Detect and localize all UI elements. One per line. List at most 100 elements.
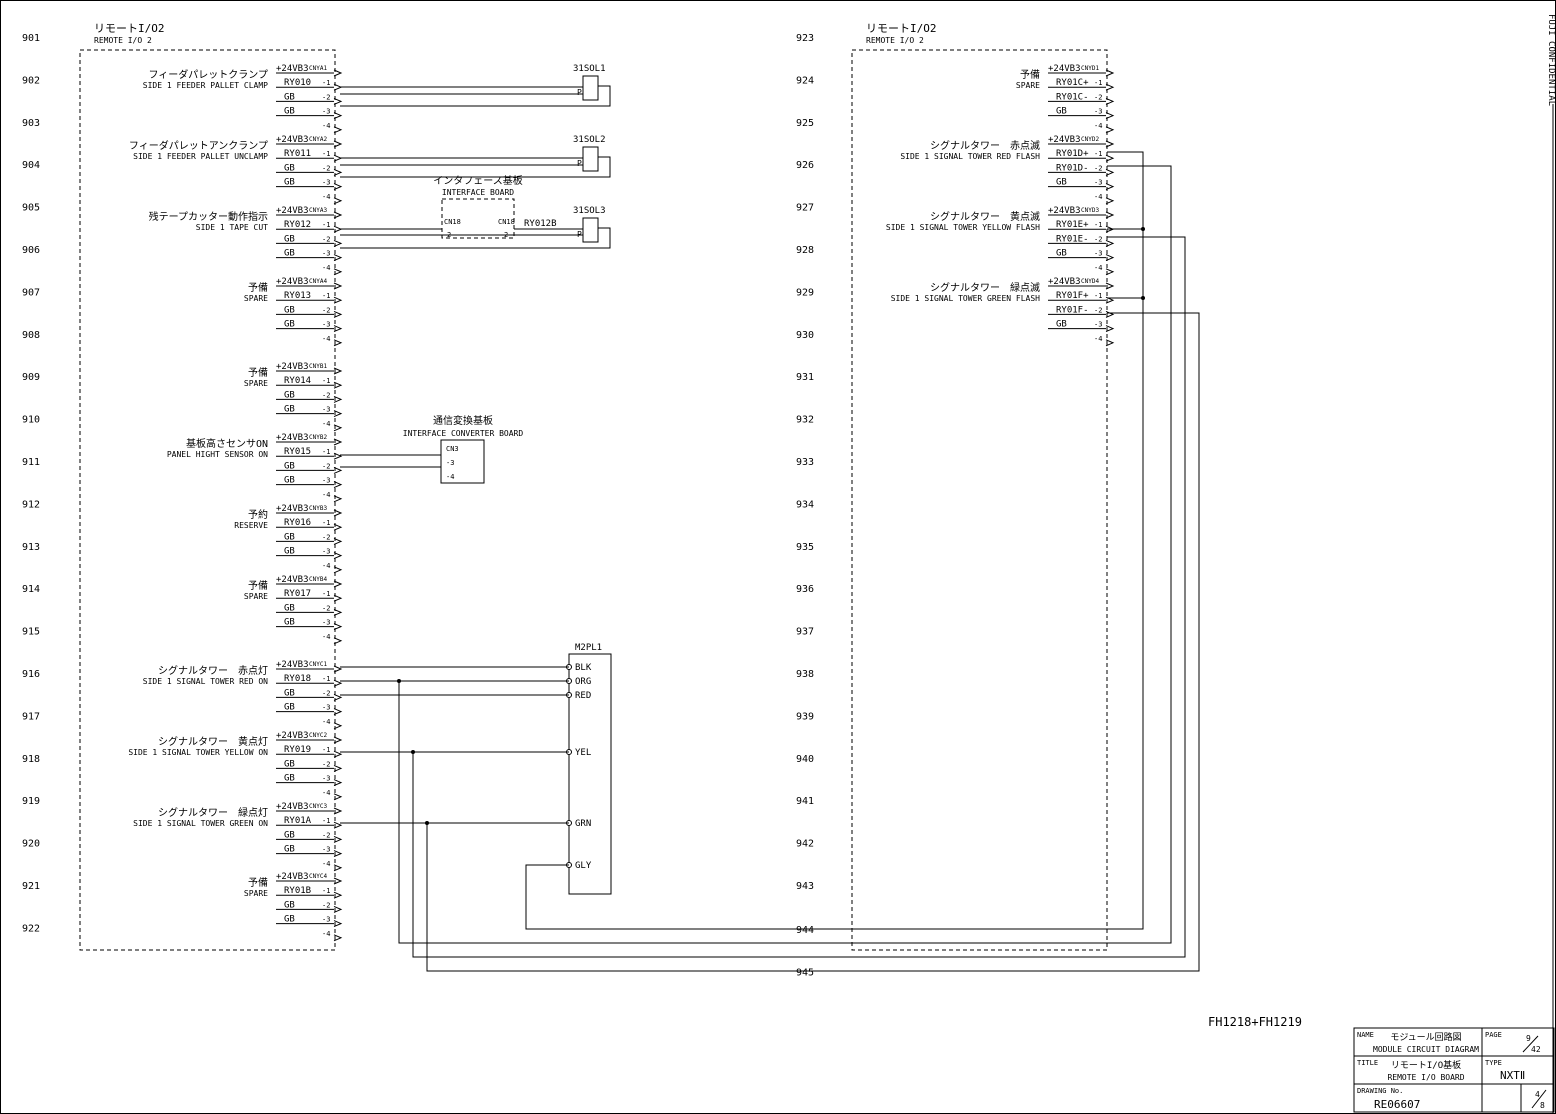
row-number: 943 xyxy=(796,881,814,892)
pin-arrow xyxy=(333,608,343,616)
solenoid-31sol1: 31SOL1 P xyxy=(340,64,611,107)
row-number: 905 xyxy=(22,203,40,214)
converter-pin: -4 xyxy=(446,473,454,481)
converter-wiring xyxy=(340,454,441,468)
pin-arrow xyxy=(333,793,343,801)
pin-number: -3 xyxy=(322,108,330,116)
pin-number: -3 xyxy=(1094,250,1102,258)
pin-number: -2 xyxy=(322,901,330,909)
connector-label-en: SPARE xyxy=(244,889,268,898)
signal-name: RY01E+ xyxy=(1056,220,1089,230)
signal-name: +24VB3 xyxy=(276,872,309,882)
pin-arrow xyxy=(333,112,343,120)
pin-arrow xyxy=(333,594,343,602)
type-value: NXTⅡ xyxy=(1500,1069,1525,1082)
pin-arrow xyxy=(333,438,343,446)
pin-number: -4 xyxy=(322,122,330,130)
row-number: 928 xyxy=(796,245,814,256)
pin-number: -1 xyxy=(322,746,330,754)
connector-label-jp: シグナルタワー 緑点灯 xyxy=(158,806,268,819)
signal-name: GB xyxy=(284,618,295,628)
signal-name: GB xyxy=(284,163,295,173)
signal-name: GB xyxy=(284,547,295,557)
type-label: TYPE xyxy=(1485,1059,1502,1067)
name-jp: モジュール回路図 xyxy=(1390,1031,1461,1043)
interface-connector-a: CN18 xyxy=(444,218,461,226)
row-number: 901 xyxy=(22,33,40,44)
sheet-total: 8 xyxy=(1540,1101,1545,1110)
converter-board-box xyxy=(440,439,485,484)
pin-number: -2 xyxy=(322,164,330,172)
pin-arrow xyxy=(333,296,343,304)
connector-label-jp: 予備 xyxy=(248,579,268,592)
signal-name: GB xyxy=(1056,107,1067,117)
signal-name: RY014 xyxy=(284,376,311,386)
pin-number: -4 xyxy=(322,335,330,343)
converter-board-title-jp: 通信変換基板 xyxy=(433,414,493,427)
row-number: 902 xyxy=(22,75,40,86)
pin-number: -3 xyxy=(322,477,330,485)
pin-number: -1 xyxy=(322,817,330,825)
signal-name: RY01B xyxy=(284,886,311,896)
lamp-terminal-label: YEL xyxy=(575,748,591,758)
connector-label-jp: シグナルタワー 黄点滅 xyxy=(930,210,1040,223)
pin-arrow xyxy=(333,807,343,815)
signal-name: GB xyxy=(284,476,295,486)
pin-arrow xyxy=(333,566,343,574)
row-number: 922 xyxy=(22,923,40,934)
connector-name: CNYA3 xyxy=(309,207,327,214)
row-number: 940 xyxy=(796,754,814,765)
pin-arrow xyxy=(333,623,343,631)
connector-name: CNYA1 xyxy=(309,65,327,72)
solenoid-wiring xyxy=(340,85,611,107)
pin-arrow xyxy=(333,339,343,347)
signal-name: RY01F- xyxy=(1056,305,1089,315)
row-number: 933 xyxy=(796,457,814,468)
signal-name: GB xyxy=(284,234,295,244)
signal-name: RY01D- xyxy=(1056,163,1089,173)
signal-name: GB xyxy=(1056,320,1067,330)
pin-number: -3 xyxy=(322,548,330,556)
pin-arrow xyxy=(333,637,343,645)
lamp-terminal-label: GRN xyxy=(575,819,591,829)
pin-number: -1 xyxy=(322,448,330,456)
signal-name: GB xyxy=(284,688,295,698)
pin-arrow xyxy=(1105,154,1115,162)
pin-number: -2 xyxy=(322,831,330,839)
pin-number: -3 xyxy=(322,179,330,187)
connector-name: CNYA2 xyxy=(309,136,327,143)
pin-number: -2 xyxy=(1094,164,1102,172)
signal-name: GB xyxy=(284,774,295,784)
name-en: MODULE CIRCUIT DIAGRAM xyxy=(1373,1045,1479,1054)
pin-arrow xyxy=(333,481,343,489)
row-number: 907 xyxy=(22,287,40,298)
signal-name: GB xyxy=(284,107,295,117)
solenoid-label: 31SOL3 xyxy=(573,206,606,216)
connector-label-en: SIDE 1 SIGNAL TOWER GREEN ON xyxy=(133,819,268,828)
pin-number: -2 xyxy=(322,760,330,768)
signal-name: GB xyxy=(284,603,295,613)
sheet-number: 4 xyxy=(1535,1090,1540,1099)
solenoid-pin: P xyxy=(577,88,582,97)
signal-name: RY019 xyxy=(284,745,311,755)
signal-name: +24VB3 xyxy=(1048,135,1081,145)
pin-arrow xyxy=(333,708,343,716)
connector-name: CNYD2 xyxy=(1081,136,1099,143)
signal-name: GB xyxy=(284,532,295,542)
row-numbers-right: 9239249259269279289299309319329339349359… xyxy=(796,33,814,892)
row-number: 910 xyxy=(22,415,40,426)
lamp-terminal-label: RED xyxy=(575,691,591,701)
signal-name: +24VB3 xyxy=(276,575,309,585)
row-number: 915 xyxy=(22,627,40,638)
solenoid-label: 31SOL1 xyxy=(573,64,606,74)
connector-label-en: SIDE 1 FEEDER PALLET UNCLAMP xyxy=(133,152,268,161)
row-number: 908 xyxy=(22,330,40,341)
pin-arrow xyxy=(333,891,343,899)
row-numbers-left: 9019029039049059069079089099109119129139… xyxy=(22,33,40,934)
connector-name: CNYD4 xyxy=(1081,278,1099,285)
row-number: 919 xyxy=(22,796,40,807)
